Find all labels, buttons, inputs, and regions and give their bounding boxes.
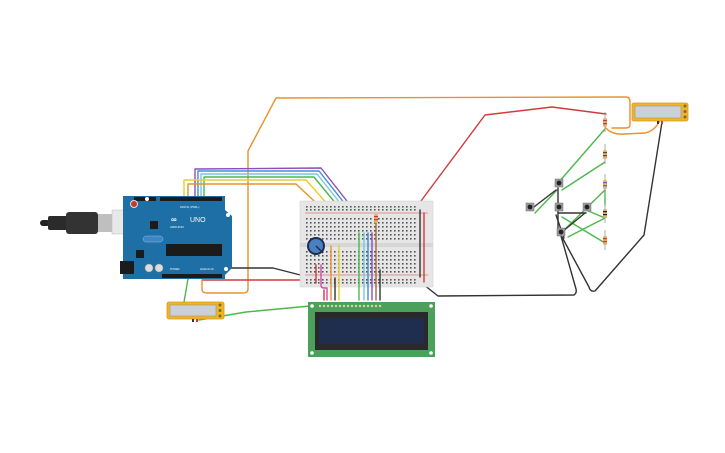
pushbutton-5[interactable] xyxy=(556,227,566,237)
resistor-3[interactable] xyxy=(603,174,607,194)
potentiometer[interactable] xyxy=(307,237,325,255)
multimeter-left[interactable] xyxy=(166,301,225,322)
button-network-wires xyxy=(529,128,606,244)
arduino-digital-label: DIGITAL (PWM~) xyxy=(180,206,200,209)
pushbutton-1[interactable] xyxy=(554,178,564,188)
arduino-board-label: UNO xyxy=(190,217,206,224)
resistor-4[interactable] xyxy=(603,203,607,223)
arduino-uno[interactable]: ∞ UNO ARDUINO DIGITAL (PWM~) POWER ANALO… xyxy=(120,196,232,279)
lcd-16x2[interactable] xyxy=(308,302,435,357)
pushbuttons xyxy=(525,178,592,237)
wire-black-right-meter[interactable] xyxy=(561,121,663,292)
pushbutton-4[interactable] xyxy=(582,202,592,212)
arduino-digital-wires xyxy=(183,167,373,234)
breadboard-holes xyxy=(306,206,416,284)
lcd-pin-header xyxy=(318,304,382,308)
arduino-brand-label: ARDUINO xyxy=(170,225,185,229)
multimeter-right[interactable] xyxy=(631,102,689,124)
resistor-1[interactable] xyxy=(603,112,607,132)
resistor-ladder xyxy=(603,112,607,250)
usb-cable[interactable] xyxy=(40,209,133,235)
breadboard-column-wires xyxy=(315,209,425,301)
pushbutton-3[interactable] xyxy=(554,202,564,212)
breadboard[interactable] xyxy=(299,200,434,288)
arduino-logo-icon: ∞ xyxy=(171,215,177,224)
resistor-breadboard[interactable] xyxy=(374,214,378,223)
arduino-analog-label: ANALOG IN xyxy=(200,268,214,271)
arduino-power-label: POWER xyxy=(170,268,180,271)
wire-black-bottom[interactable] xyxy=(413,235,577,297)
resistor-5[interactable] xyxy=(603,230,607,250)
pushbutton-2[interactable] xyxy=(525,202,535,212)
wire-orange-top[interactable] xyxy=(247,96,661,290)
resistor-2[interactable] xyxy=(603,144,607,164)
wire-red-top[interactable] xyxy=(417,106,607,206)
wire-orange-analog[interactable] xyxy=(201,274,249,294)
